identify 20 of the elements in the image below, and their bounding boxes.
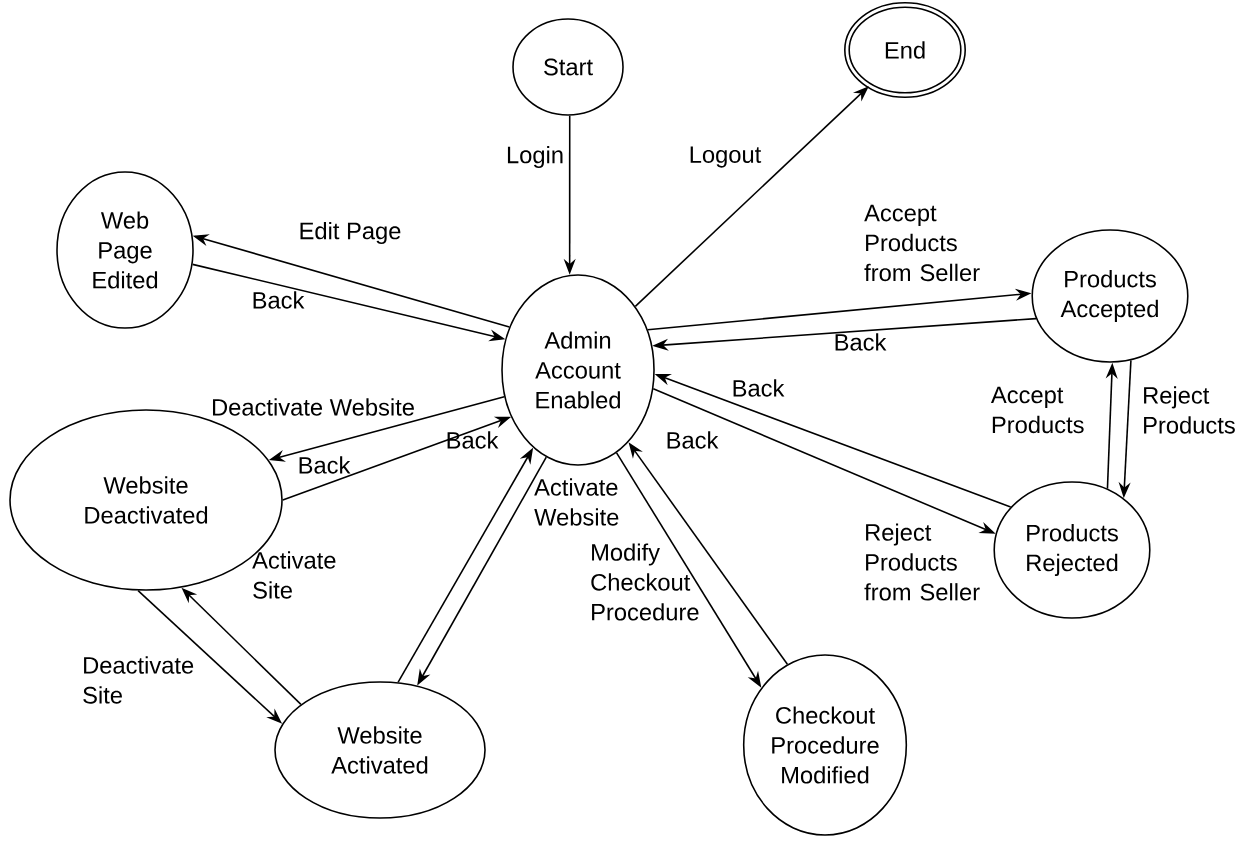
- edge-label: Back: [299, 456, 351, 474]
- edge-label: Activate Website: [534, 478, 619, 526]
- edge-label: Accept Products from Seller: [864, 204, 980, 282]
- edge-label: Reject Products: [1144, 386, 1235, 434]
- edge-label: Back: [733, 379, 785, 397]
- arrow: [634, 86, 869, 308]
- edge-label: Deactivate Website: [213, 398, 414, 416]
- edge-label: Back: [447, 431, 499, 449]
- edge-label: Activate Site: [252, 551, 336, 599]
- edge-label: Logout: [690, 146, 762, 168]
- edge-label: Accept Products: [990, 386, 1084, 434]
- edge-label: Back: [835, 333, 887, 351]
- edge-label: Back: [667, 431, 719, 449]
- edge-label: Back: [253, 291, 305, 309]
- edge-label: Modify Checkout Procedure: [591, 543, 699, 621]
- edge-label: Edit Page: [300, 221, 401, 245]
- edge-label: Deactivate Site: [83, 656, 194, 704]
- edge-label: Reject Products from Seller: [864, 523, 980, 601]
- final-state: End: [844, 2, 966, 98]
- edge-label: Login: [507, 145, 563, 169]
